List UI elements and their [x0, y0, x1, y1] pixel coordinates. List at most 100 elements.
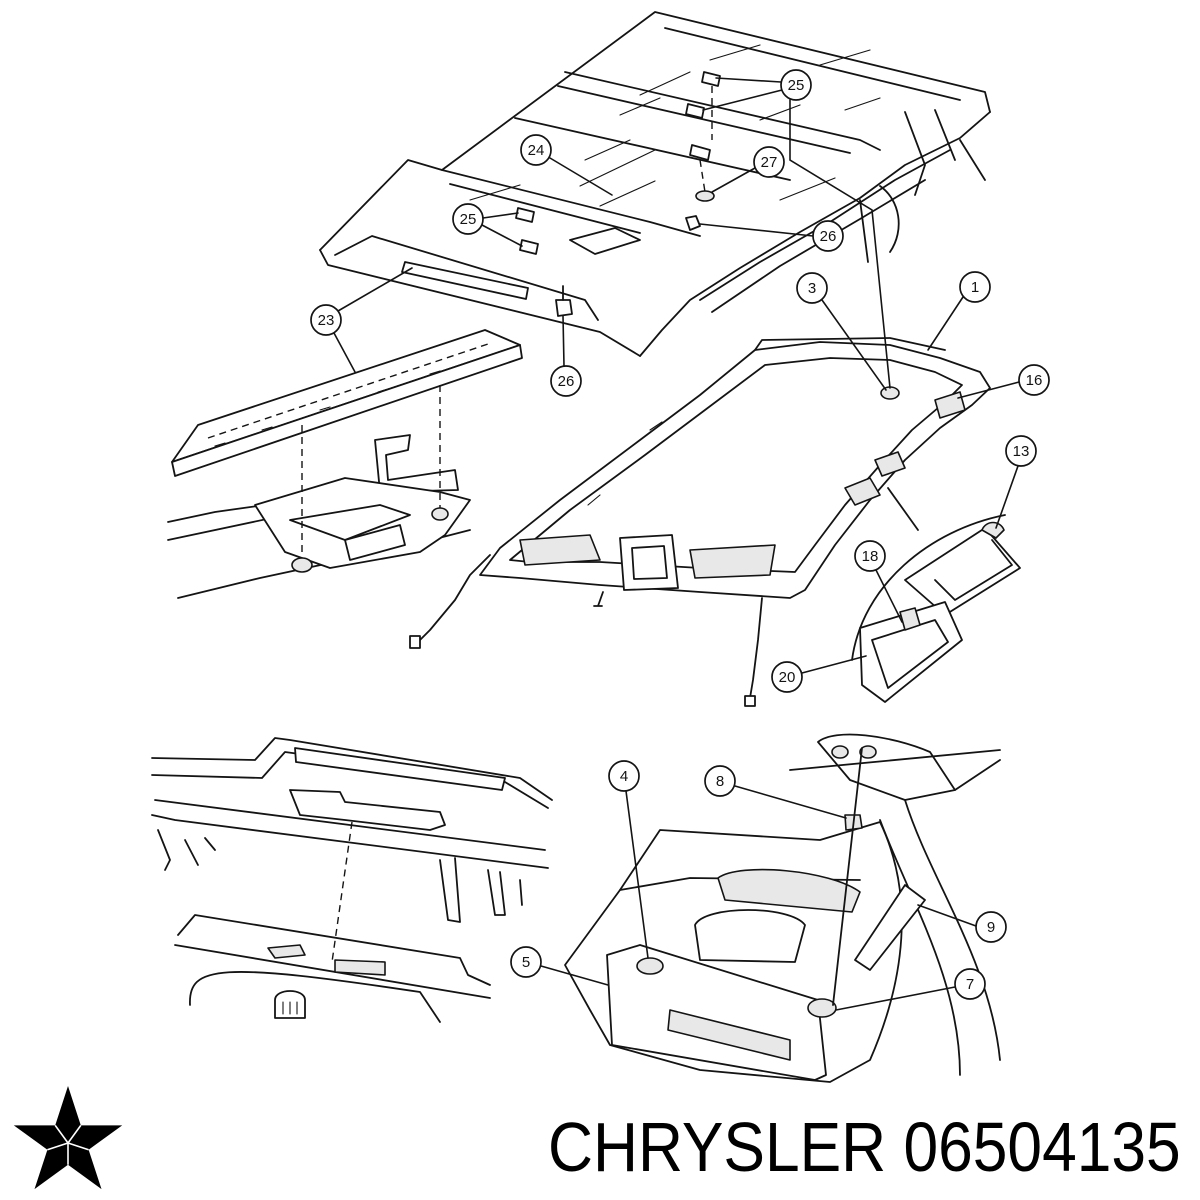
- roof-clip-a: [701, 71, 721, 87]
- a-pillar-bracket: [817, 733, 956, 801]
- headliner-wire-right: [749, 597, 763, 699]
- callout-circle: [771, 661, 803, 693]
- console-lamp-right: [334, 959, 386, 976]
- callout-circle: [510, 946, 542, 978]
- visor-clip-13-cap: [981, 521, 1005, 539]
- overhead-console-lamp: [344, 524, 406, 561]
- leader-13: [995, 465, 1019, 529]
- console-lamp-left: [267, 944, 306, 959]
- callout-23: 23: [310, 304, 342, 336]
- headliner-flange: [754, 337, 946, 351]
- leader-25-top: [702, 77, 891, 389]
- header-trim-strip-top: [171, 329, 521, 463]
- visor-pivot-4: [636, 957, 664, 975]
- roof-panel-assembly: [319, 11, 991, 357]
- leader-9: [917, 904, 977, 927]
- callout-circle: [796, 272, 828, 304]
- header-trim-ribs: [207, 343, 489, 439]
- leader-20: [801, 655, 867, 674]
- callout-26-right: 26: [812, 220, 844, 252]
- leader-26-lower: [562, 315, 565, 367]
- callout-number: 25: [460, 211, 477, 228]
- roof-frame-right-pillars: [439, 857, 523, 923]
- callout-27: 27: [753, 146, 785, 178]
- callout-1: 1: [959, 271, 991, 303]
- wire-connector-right: [744, 695, 756, 707]
- overhead-console-opening: [619, 534, 679, 591]
- windshield-header-trim-assembly: [167, 329, 523, 599]
- headliner-grab-marks: [587, 421, 663, 506]
- callout-number: 16: [1026, 372, 1043, 389]
- roof-bolt-26-lower: [555, 299, 573, 317]
- grab-handle-bracket-b: [874, 451, 906, 477]
- roof-right-rail: [639, 111, 991, 357]
- leader-26-right: [699, 223, 814, 237]
- callout-number: 26: [558, 373, 575, 390]
- callout-circle: [608, 760, 640, 792]
- visor-recess-left: [519, 534, 601, 566]
- roof-rear-header: [664, 27, 961, 101]
- roof-frame-left-pillars: [157, 829, 216, 871]
- headliner-screw: [593, 591, 604, 607]
- callout-number: 8: [716, 773, 724, 790]
- part-caption: CHRYSLER 06504135: [548, 1112, 1181, 1182]
- sun-visor-assembly: [564, 733, 1001, 1083]
- roof-front-edge: [319, 249, 641, 357]
- callout-circle: [753, 146, 785, 178]
- leader-4: [625, 790, 649, 959]
- callout-3: 3: [796, 272, 828, 304]
- leader-27: [711, 167, 756, 193]
- console-fastener-right: [431, 507, 449, 521]
- roof-front-bow-lower: [449, 183, 641, 234]
- roof-header-bracket: [569, 227, 641, 255]
- callout-20: 20: [771, 661, 803, 693]
- brand-name: CHRYSLER: [548, 1108, 887, 1186]
- headliner-outer: [479, 341, 991, 599]
- leader-7: [835, 986, 956, 1011]
- sunroof-opening: [294, 747, 506, 791]
- clip-drop-line: [699, 86, 713, 193]
- leader-3: [821, 299, 887, 391]
- callout-number: 4: [620, 768, 628, 785]
- callout-number: 26: [820, 228, 837, 245]
- headliner-front-edge: [177, 914, 491, 986]
- visor-mirror: [667, 1009, 791, 1061]
- console-fastener-left: [291, 557, 313, 573]
- callout-24: 24: [520, 134, 552, 166]
- callout-number: 20: [779, 669, 796, 686]
- overhead-console-opening-inner: [631, 545, 668, 580]
- roof-bolt-27: [695, 190, 715, 202]
- roof-clip-e: [519, 239, 539, 255]
- roof-clip-c: [689, 144, 711, 161]
- headliner-wire-left: [417, 554, 491, 643]
- callout-number: 24: [528, 142, 545, 159]
- roof-b-pillar-upper: [859, 109, 986, 263]
- callout-number: 27: [761, 154, 778, 171]
- roof-mid-bow: [514, 117, 791, 181]
- callout-number: 1: [971, 279, 979, 296]
- windshield-header-upper: [334, 235, 599, 321]
- roof-frame-header: [154, 799, 546, 851]
- overhead-console-inner: [289, 504, 411, 541]
- callout-7: 7: [954, 968, 986, 1000]
- roof-frame-top-2: [151, 751, 549, 809]
- callout-number: 3: [808, 280, 816, 297]
- callout-circle: [854, 540, 886, 572]
- pentastar-logo: [13, 1086, 123, 1190]
- callout-number: 18: [862, 548, 879, 565]
- grab-handle-recess: [717, 868, 861, 913]
- callout-circle: [1005, 435, 1037, 467]
- callout-26-lower: 26: [550, 365, 582, 397]
- callout-circle: [959, 271, 991, 303]
- callout-circle: [780, 69, 812, 101]
- leader-24: [549, 157, 613, 196]
- bracket-hole-a: [831, 745, 849, 759]
- visor-screw-8-drop: [832, 747, 863, 1006]
- roof-frame-header-2: [151, 814, 549, 869]
- callout-4: 4: [608, 760, 640, 792]
- header-trim-strip-front: [171, 344, 523, 477]
- coat-hook-9: [854, 884, 926, 971]
- callout-13: 13: [1005, 435, 1037, 467]
- roof-frame-detail: [151, 737, 553, 1023]
- windshield-header-slot: [401, 261, 529, 300]
